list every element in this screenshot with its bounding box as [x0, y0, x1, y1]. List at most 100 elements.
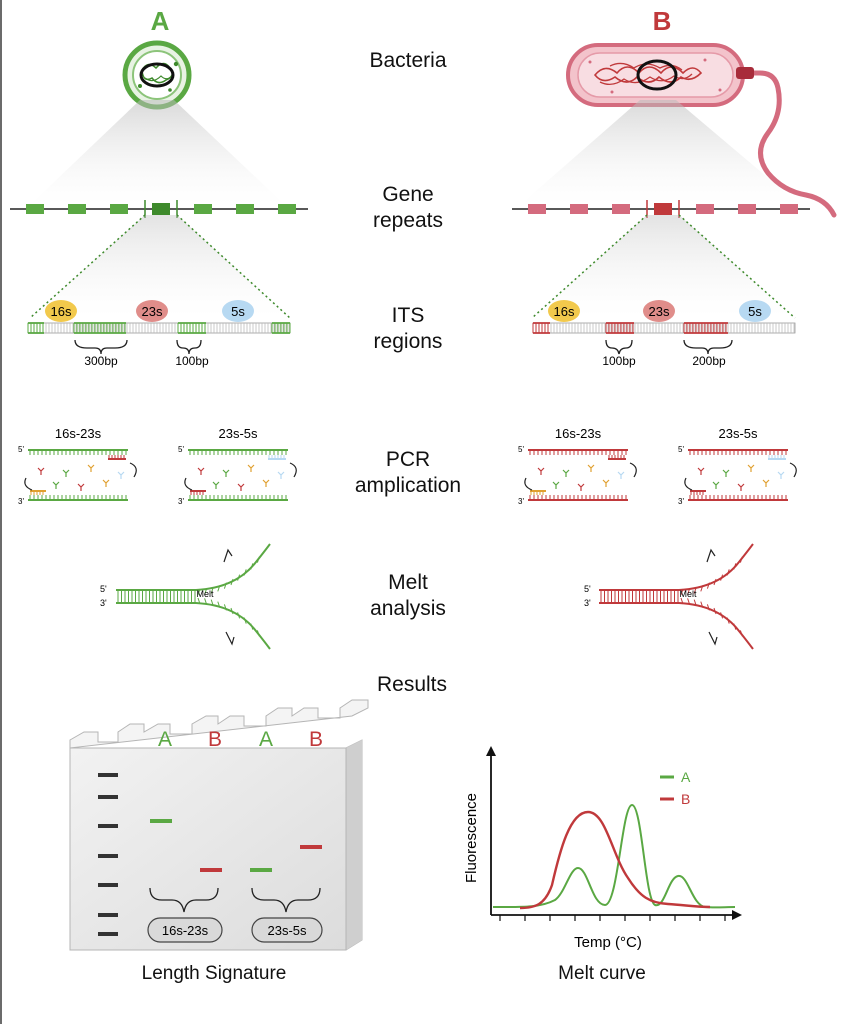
- lane-label-a1: A: [158, 728, 172, 751]
- pcr-a-right-nucleotide: [212, 481, 220, 489]
- band-b-23s5s: [300, 845, 322, 849]
- stage-gene-line2: repeats: [372, 209, 444, 232]
- melt-b-arm-down-tooth: [720, 612, 724, 619]
- pcr-a-right-arrow-left: [184, 477, 193, 491]
- melt-b-arm-up-tooth: [700, 585, 704, 592]
- ladder-band: [98, 824, 118, 828]
- pcr-b-right-nucleotide: [762, 479, 770, 487]
- melt-5-a: 5': [100, 584, 107, 594]
- melt-a-arm-up-tooth: [210, 587, 214, 594]
- pcr-b-left-nucleotide: [577, 483, 585, 491]
- gel-lane-labels: A B A B: [158, 728, 323, 751]
- melt-curve-axes: [486, 746, 742, 920]
- stage-pcr-line2: amplication: [354, 474, 462, 497]
- column-letter-a: A: [150, 6, 170, 36]
- its-labels-a: 16s 23s 5s: [45, 300, 254, 322]
- pcr-b-right-arrow-left: [684, 477, 693, 491]
- pcr-a-left-nucleotide: [62, 469, 70, 477]
- pcr-a-left-end3: 3': [18, 497, 24, 506]
- melt-b-arm-down: [678, 602, 754, 650]
- pcr-b-left-arrow-right: [629, 462, 637, 478]
- gel-bracket-label-1: 16s-23s: [162, 923, 209, 938]
- melt-a-arm-down-tooth: [237, 612, 241, 619]
- gel-bands: [98, 773, 322, 936]
- legend-b: B: [681, 791, 690, 807]
- melt-b-arm-down-tooth: [713, 607, 717, 615]
- pcr-a-left-nucleotide: [102, 479, 110, 487]
- bracket-100bp-a: 100bp: [175, 354, 209, 368]
- gel-brackets: [149, 887, 321, 913]
- pcr-a-left-arrow-left: [24, 477, 33, 491]
- pcr-b-right-arrow-right: [789, 462, 797, 478]
- pcr-a-right-nucleotide: [237, 483, 245, 491]
- stage-gene-line1: Gene: [382, 183, 434, 206]
- stage-melt: Melt analysis: [328, 570, 488, 622]
- its-label-16s-a: 16s: [51, 304, 72, 319]
- stage-its-regions: ITS regions: [328, 303, 488, 355]
- legend-a: A: [681, 769, 691, 785]
- bracket-100bp-b: 100bp: [602, 354, 636, 368]
- melt-a-arm-down-tooth: [243, 617, 247, 624]
- stage-gene-repeats: Gene repeats: [328, 182, 488, 234]
- zoom-cone-b-its: [531, 214, 796, 319]
- pcr-title-a-left: 16s-23s: [55, 426, 102, 441]
- zoom-cone-a-its: [29, 214, 291, 319]
- pcr-b-left-end3: 3': [518, 497, 524, 506]
- its-label-5s-a: 5s: [231, 304, 245, 319]
- melt-b-arm-down-tooth: [726, 617, 730, 624]
- bracket-300bp-a: 300bp: [84, 354, 118, 368]
- melt-b-arm-down-tooth: [706, 604, 710, 611]
- melt-a-arrow-down: [225, 631, 235, 646]
- pcr-b-left-arrow-left: [524, 477, 533, 491]
- pcr-b-left-nucleotide: [617, 471, 625, 479]
- melt-a-arm-down-tooth: [217, 601, 221, 608]
- pcr-a-left-nucleotide: [117, 471, 125, 479]
- pcr-b-left-nucleotide: [537, 467, 545, 475]
- lane-label-b1: B: [208, 728, 222, 751]
- pcr-b-right-end3: 3': [678, 497, 684, 506]
- stage-pcr-line1: PCR: [385, 448, 431, 471]
- pcr-title-b-left: 16s-23s: [555, 426, 602, 441]
- curve-a: [492, 803, 736, 909]
- pcr-b-left-nucleotide: [562, 469, 570, 477]
- pcr-a-left-nucleotide: [77, 483, 85, 491]
- its-label-23s-a: 23s: [142, 304, 163, 319]
- stage-melt-line2: analysis: [370, 597, 446, 620]
- its-label-23s-b: 23s: [649, 304, 670, 319]
- melt-a-arm-down-tooth: [250, 623, 254, 630]
- pcr-a-left-nucleotide: [52, 481, 60, 489]
- its-label-5s-b: 5s: [748, 304, 762, 319]
- melt-b-arm-down-tooth: [739, 630, 743, 637]
- melt-a-arm-up-tooth: [256, 556, 260, 563]
- melt-curve-ticks: [499, 915, 726, 921]
- its-brackets: [74, 339, 733, 355]
- curve-b: [519, 810, 711, 910]
- its-strip-a: [27, 322, 291, 334]
- pcr-b-right-nucleotide: [697, 467, 705, 475]
- melt-b-arm-up-tooth: [713, 578, 717, 586]
- melt-b-arm-up-tooth: [720, 574, 724, 581]
- gel-pill-16s23s: [147, 917, 223, 943]
- bracket-200bp-b: 200bp: [692, 354, 726, 368]
- melt-a-arm-up-tooth: [230, 578, 234, 586]
- melt-3-b: 3': [584, 598, 591, 608]
- pcr-b-left-nucleotide: [602, 479, 610, 487]
- pcr-b-right-nucleotide: [777, 471, 785, 479]
- pcr-title-b-right: 23s-5s: [718, 426, 758, 441]
- ladder-band: [98, 913, 118, 917]
- band-a-16s23s: [150, 819, 172, 823]
- its-labels-b: 16s 23s 5s: [548, 300, 771, 322]
- melt-a-arm-up-tooth: [204, 588, 208, 595]
- melt-b-arm-down-tooth: [700, 601, 704, 608]
- stage-its-line2: regions: [373, 330, 443, 353]
- gene-repeats-a: [10, 200, 308, 218]
- stage-its-line1: ITS: [391, 304, 425, 327]
- melt-b-arm-up-tooth: [687, 588, 691, 595]
- melt-a-arrow-up: [223, 548, 233, 563]
- melt-b-arm-down-tooth: [687, 598, 691, 605]
- melt-a-arm-up-tooth: [243, 569, 247, 576]
- caption-length-signature: Length Signature: [141, 963, 287, 984]
- melt-a-arm-up-tooth: [197, 588, 201, 596]
- melt-curves: [492, 803, 736, 910]
